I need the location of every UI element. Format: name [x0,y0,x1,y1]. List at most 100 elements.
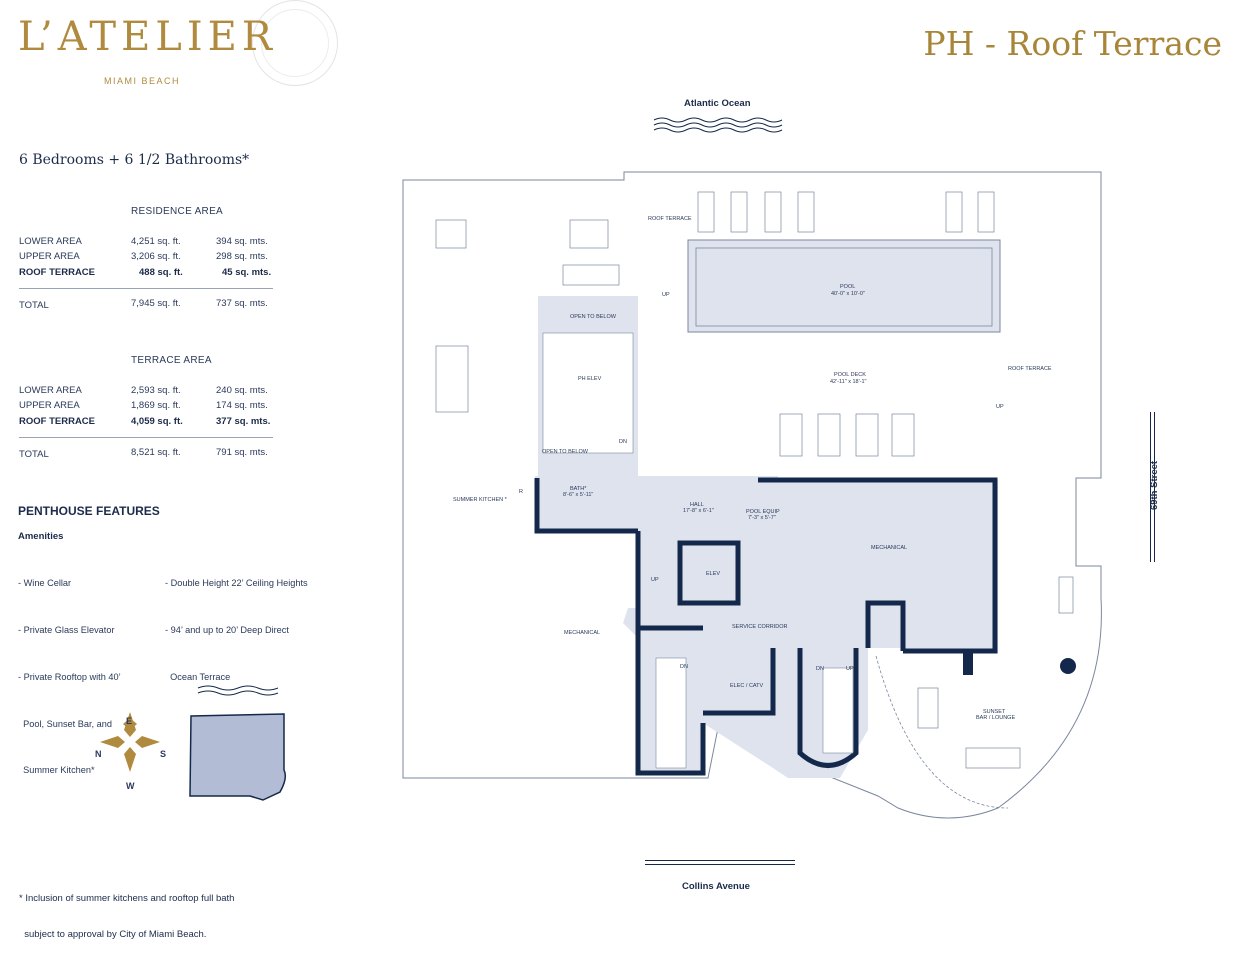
column [963,653,973,675]
amenity-item: - Wine Cellar [18,578,72,589]
plan-label: ROOF TERRACE [1008,366,1052,372]
row-sqm: 394 sq. mts. [216,236,268,247]
plan-label: R [519,489,523,495]
amenity-item: Ocean Terrace [165,671,231,682]
plan-label: SUNSET [983,709,1006,715]
divider [19,437,273,438]
total-sqm: 737 sq. mts. [216,298,268,309]
row-sqft: 488 sq. ft. [139,267,183,278]
ocean-waves-icon [653,117,783,133]
brand-logo: L’ATELIER [18,14,277,60]
amenity-item: Pool, Sunset Bar, and [18,718,112,729]
row-sqm: 298 sq. mts. [216,251,268,262]
total-sqft: 8,521 sq. ft. [131,447,181,458]
amenity-item: - Private Rooftop with 40’ [18,671,121,682]
compass-s: S [160,749,167,759]
plan-label: UP [651,577,659,583]
amenity-item: - Double Height 22’ Ceiling Heights [165,578,308,589]
row-label: LOWER AREA [19,236,82,247]
row-sqft: 4,059 sq. ft. [131,416,183,427]
plan-label: MECHANICAL [871,545,907,551]
plan-label: UP [846,666,854,672]
footnote: * Inclusion of summer kitchens and rooft… [19,869,234,953]
residence-area-heading: RESIDENCE AREA [131,206,224,217]
plan-label: HALL [690,502,704,508]
plan-label: UP [996,404,1004,410]
brand-subtitle: MIAMI BEACH [104,76,181,86]
footnote-line: * Inclusion of summer kitchens and rooft… [19,893,235,904]
row-sqft: 2,593 sq. ft. [131,385,181,396]
plan-label: UP [662,292,670,298]
row-sqm: 377 sq. mts. [216,416,271,427]
plan-label: BAR / LOUNGE [976,715,1015,721]
walls [534,477,998,776]
features-heading: PENTHOUSE FEATURES [18,504,160,518]
street-top-label: Atlantic Ocean [684,98,751,109]
stairs [542,332,854,769]
plan-label: 8'-6" x 5'-11" [563,492,593,498]
row-sqm: 240 sq. mts. [216,385,268,396]
plan-label: DN [619,439,627,445]
orientation-key [100,685,287,801]
plan-label: ELEC / CATV [730,683,764,689]
floor-plan: ROOF TERRACE POOL 40'-0" x 10'-0" POOL D… [402,171,1102,819]
furniture [435,191,1074,769]
row-label: UPPER AREA [19,251,80,262]
terrace-area-heading: TERRACE AREA [131,355,212,366]
row-label: ROOF TERRACE [19,267,95,278]
amenity-item: - Private Glass Elevator [18,624,115,635]
street-line [645,860,795,861]
plan-label: ROOF TERRACE [648,216,692,222]
plan-label: 42'-11" x 18'-1" [830,379,867,385]
row-sqft: 4,251 sq. ft. [131,236,181,247]
row-sqft: 3,206 sq. ft. [131,251,181,262]
page-title: PH - Roof Terrace [923,24,1222,63]
amenities-col-2: - Double Height 22’ Ceiling Heights - 94… [165,545,308,701]
plan-label: POOL EQUIP [746,509,780,515]
unit-summary: 6 Bedrooms + 6 1/2 Bathrooms* [19,152,250,168]
plan-label: PH ELEV [578,376,602,382]
plan-label: 17'-8" x 6'-1" [683,508,714,514]
total-label: TOTAL [19,449,49,460]
ocean-waves-icon [197,685,279,696]
street-bottom-label: Collins Avenue [682,881,750,892]
plan-label: OPEN TO BELOW [570,314,617,320]
compass-w: W [126,781,135,791]
plan-label: POOL [840,284,855,290]
plan-label: DN [680,664,688,670]
plan-label: 40'-0" x 10'-0" [831,291,865,297]
plan-label: DN [816,666,824,672]
plan-label: MECHANICAL [564,630,600,636]
plan-label: SERVICE CORRIDOR [732,624,788,630]
plan-label: BATH* [570,486,587,492]
divider [19,288,273,289]
brand-seal [252,0,338,86]
interior-rooms [535,296,998,778]
plan-label: SUMMER KITCHEN * [453,497,508,503]
row-sqm: 45 sq. mts. [222,267,272,278]
compass-n: N [95,749,102,759]
compass-e: E [126,716,133,726]
amenities-col-1: - Wine Cellar - Private Glass Elevator -… [18,545,121,795]
amenity-item: Summer Kitchen* [18,765,95,776]
total-sqm: 791 sq. mts. [216,447,268,458]
row-sqm: 174 sq. mts. [216,400,268,411]
compass-icon [100,712,160,772]
street-line [1154,412,1155,562]
street-right-label: 69th Street [1149,460,1161,511]
building-footprint [189,713,287,801]
plan-label: ELEV [706,571,720,577]
plan-label: OPEN TO BELOW [542,449,589,455]
row-label: UPPER AREA [19,400,80,411]
column [1060,658,1076,674]
amenity-item: - 94’ and up to 20’ Deep Direct [165,624,289,635]
plan-label: POOL DECK [834,372,866,378]
street-line [645,864,795,865]
footnote-line: subject to approval by City of Miami Bea… [19,929,207,940]
total-label: TOTAL [19,300,49,311]
total-sqft: 7,945 sq. ft. [131,298,181,309]
row-label: LOWER AREA [19,385,82,396]
street-line [1150,412,1151,562]
plan-label: 7'-3" x 5'-7" [748,515,776,521]
row-sqft: 1,869 sq. ft. [131,400,181,411]
